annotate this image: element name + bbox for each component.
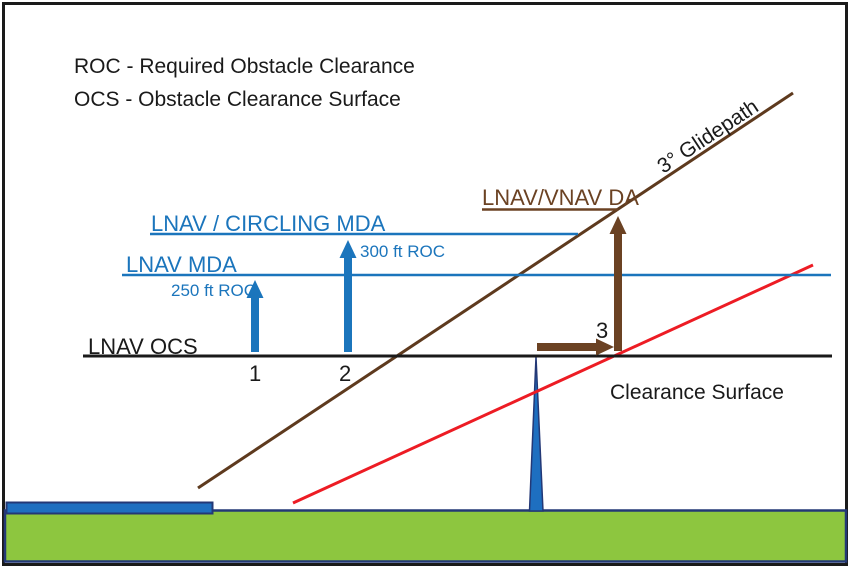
step-3-horizontal-arrow [537,338,614,356]
ground-terrain [3,509,848,563]
roc-300-arrow [339,240,357,352]
legend-ocs-definition: OCS - Obstacle Clearance Surface [74,88,401,111]
marker-1-label: 1 [249,361,262,386]
lnav-vnav-da-label: LNAV/VNAV DA [482,185,639,210]
roc-250-arrow [246,280,264,352]
roc-250-label: 250 ft ROC [171,281,257,300]
obstacle [528,356,544,512]
lnav-circling-mda-label: LNAV / CIRCLING MDA [151,211,386,236]
step-3-vertical-arrow [609,216,627,351]
glidepath-line [197,91,794,490]
lnav-mda-label: LNAV MDA [126,252,237,277]
legend-roc-definition: ROC - Required Obstacle Clearance [74,55,415,78]
vnav-clearance-surface-line [292,263,814,505]
lnav-ocs-label: LNAV OCS [88,334,198,359]
runway [5,501,214,515]
roc-300-label: 300 ft ROC [360,242,446,261]
clearance-surface-label: Clearance Surface [610,381,784,404]
marker-2-label: 2 [339,361,352,386]
marker-3-label: 3 [596,318,609,343]
